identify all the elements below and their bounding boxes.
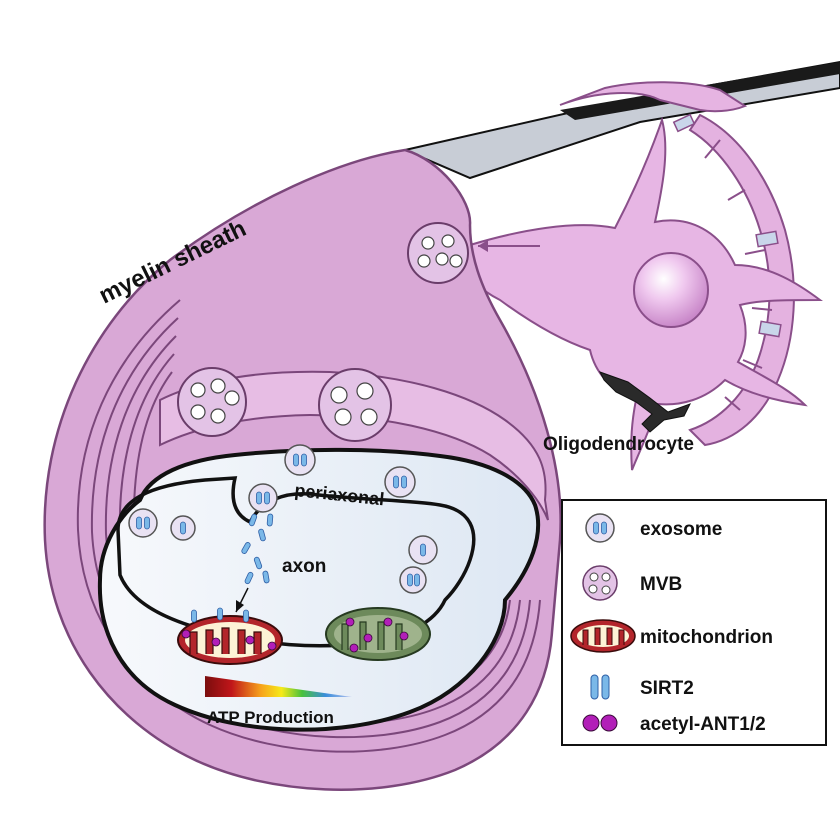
mvb-icon	[582, 565, 618, 601]
oligodendrocyte-label: Oligodendrocyte	[543, 434, 694, 455]
free-sirt2	[235, 513, 274, 613]
atp-gradient-bar	[205, 676, 352, 697]
mvb	[407, 222, 469, 284]
atp-production-label: ATP Production	[207, 708, 334, 727]
acetyl-ant-icon	[582, 714, 618, 732]
legend-mvb: MVB	[640, 574, 682, 595]
legend: exosome MVB mitochondrion SIRT2 acetyl-A…	[561, 499, 827, 746]
exosome-group	[128, 444, 438, 594]
axon-label: axon	[282, 556, 326, 577]
legend-sirt2: SIRT2	[640, 678, 694, 699]
nucleus	[633, 252, 709, 328]
mvb	[177, 367, 247, 437]
legend-exosome: exosome	[640, 519, 722, 540]
mitochondrion-icon	[570, 619, 636, 653]
legend-acetyl-ant: acetyl-ANT1/2	[640, 714, 766, 735]
sirt2-icon	[590, 674, 610, 700]
mvb-group	[177, 222, 540, 442]
mvb	[318, 368, 392, 442]
exosome-icon	[585, 513, 615, 543]
oligodendrocyte	[401, 60, 840, 471]
mitochondrion-inactive	[325, 607, 431, 661]
legend-mitochondrion: mitochondrion	[640, 627, 773, 648]
mitochondrion-active	[177, 607, 283, 665]
